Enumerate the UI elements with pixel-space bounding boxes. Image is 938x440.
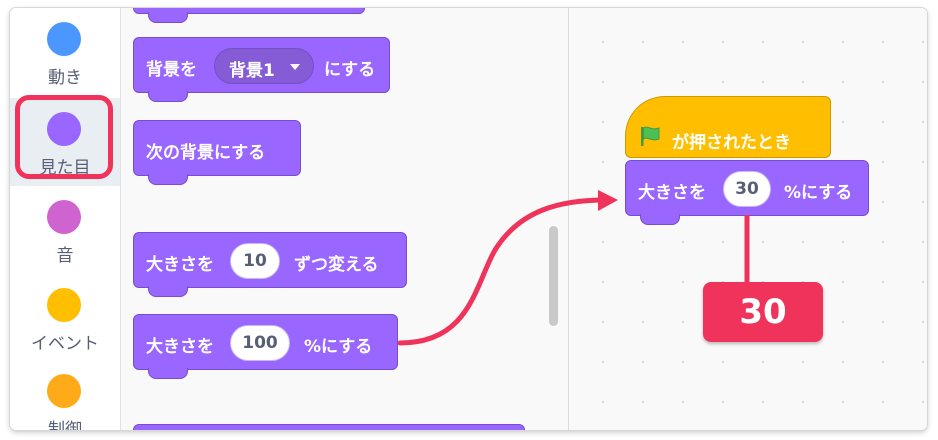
category-label: 制御 — [48, 420, 82, 430]
block-palette: 背景を 背景1 にする 次の背景にする 大きさを 10 ずつ変える 大きさを — [121, 8, 569, 430]
sound-category-icon — [47, 200, 81, 234]
looks-category-icon — [47, 112, 81, 146]
category-highlight-frame — [15, 95, 113, 179]
chevron-down-icon — [290, 64, 300, 70]
block-text: 背景を — [146, 60, 197, 80]
block-text: 大きさを — [638, 183, 706, 203]
block-notch — [148, 286, 188, 297]
block-notch — [640, 214, 680, 225]
arrow-head-icon — [598, 190, 618, 211]
drag-arrow — [397, 197, 609, 346]
set-size-block[interactable]: 大きさを 100 %にする — [133, 314, 398, 379]
category-label: 音 — [56, 246, 74, 266]
block-text: が押されたとき — [672, 133, 791, 153]
block-text: %にする — [304, 337, 373, 357]
control-category-icon — [47, 374, 81, 408]
block-text: %にする — [784, 183, 853, 203]
block-notch — [148, 12, 188, 23]
backdrop-dropdown[interactable]: 背景1 — [214, 48, 314, 84]
category-label: 見た目 — [39, 158, 91, 178]
palette-block-partial[interactable] — [133, 424, 525, 430]
when-flag-clicked-block[interactable]: が押されたとき — [625, 96, 831, 158]
palette-scrollbar[interactable] — [549, 226, 558, 326]
category-control[interactable]: 制御 — [10, 360, 120, 430]
change-size-block[interactable]: 大きさを 10 ずつ変える — [133, 232, 407, 297]
block-text: にする — [324, 60, 376, 80]
block-notch — [148, 91, 188, 102]
green-flag-icon — [641, 126, 660, 146]
size-set-input[interactable]: 100 — [230, 325, 290, 361]
block-text: 大きさを — [146, 337, 214, 357]
dropdown-value: 背景1 — [229, 61, 275, 81]
motion-category-icon — [47, 22, 81, 56]
switch-backdrop-block[interactable]: 背景を 背景1 にする — [133, 37, 390, 102]
category-label: イベント — [31, 334, 99, 354]
block-text: ずつ変える — [294, 255, 379, 275]
category-menu: 動き 見た目 音 イベント 制御 — [10, 8, 121, 430]
category-motion[interactable]: 動き — [10, 8, 120, 96]
block-text: 次の背景にする — [146, 143, 266, 163]
workspace-set-size-block[interactable]: 大きさを 30 %にする — [625, 160, 869, 225]
value-callout-badge: 30 — [703, 282, 823, 342]
next-backdrop-block[interactable]: 次の背景にする — [133, 120, 301, 185]
block-notch — [148, 174, 188, 185]
events-category-icon — [47, 288, 81, 322]
size-value-input[interactable]: 30 — [723, 171, 771, 207]
category-sound[interactable]: 音 — [10, 186, 120, 274]
size-change-input[interactable]: 10 — [230, 243, 280, 279]
block-notch — [148, 368, 188, 379]
block-text: 大きさを — [146, 255, 214, 275]
category-events[interactable]: イベント — [10, 274, 120, 362]
category-label: 動き — [48, 68, 82, 88]
